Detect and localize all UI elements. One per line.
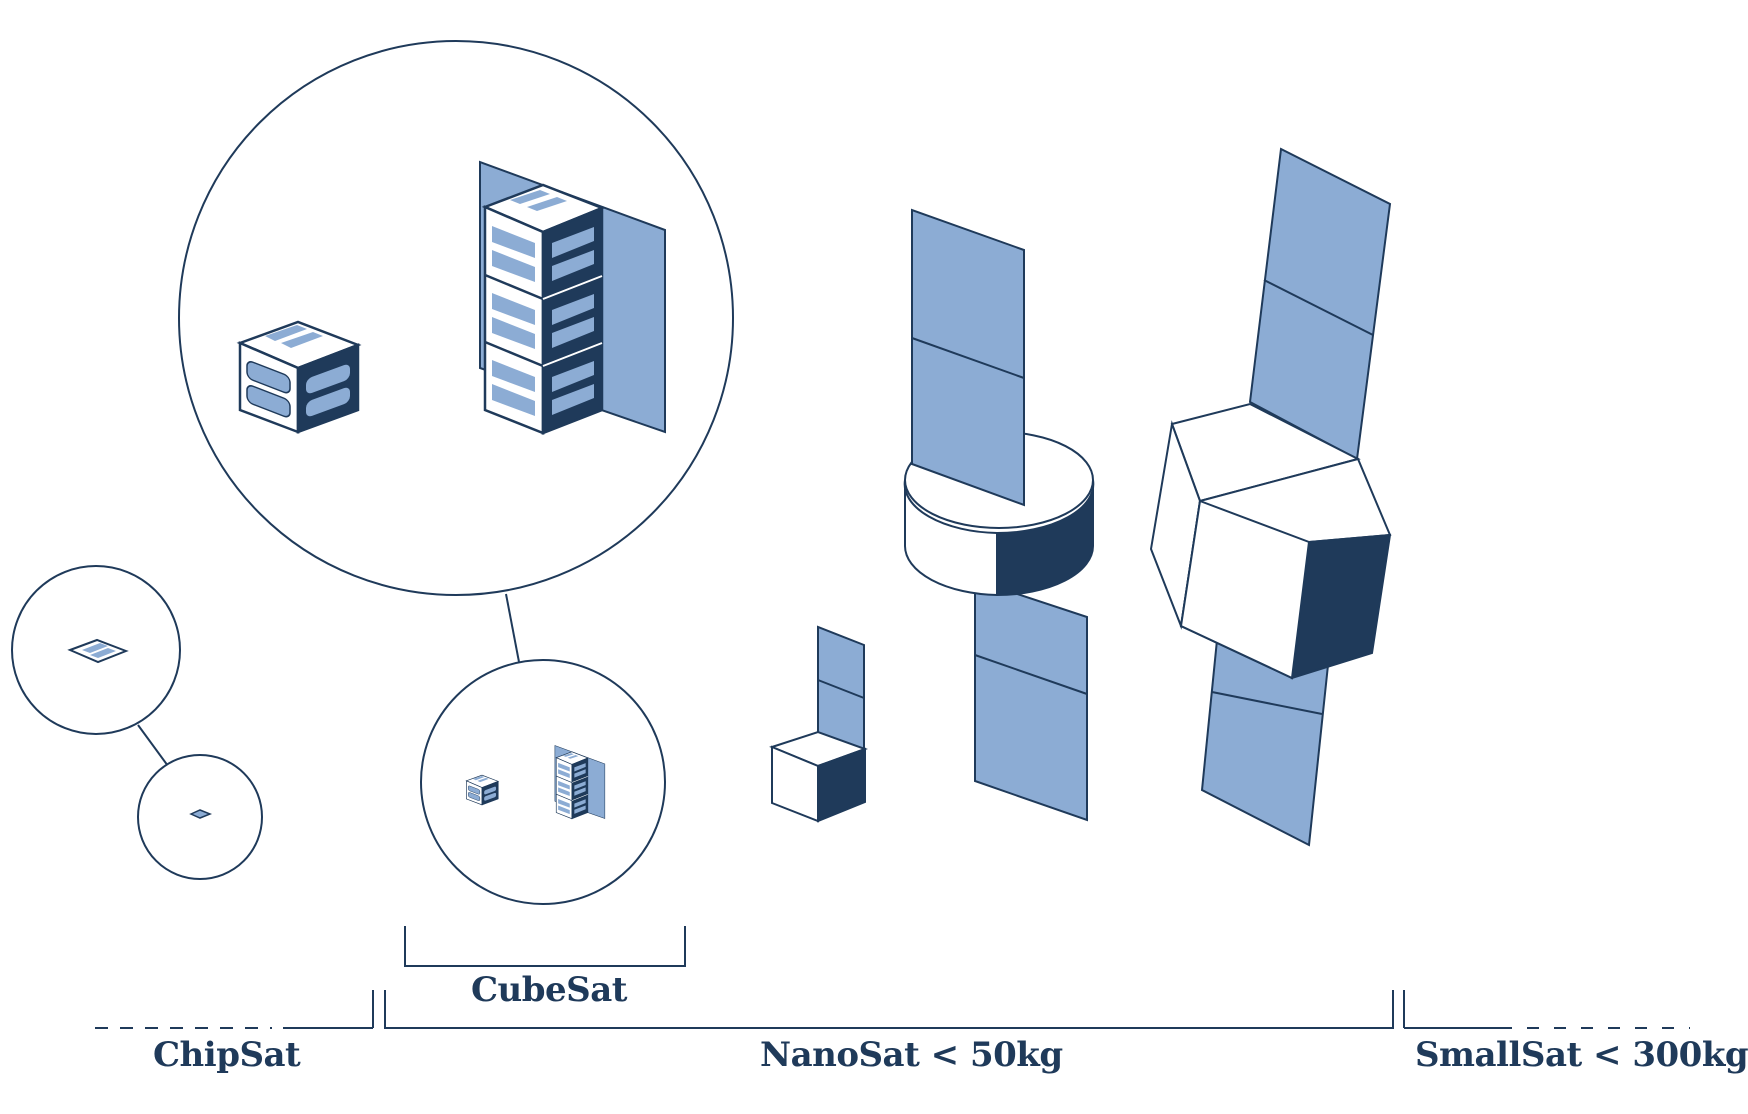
chipsat-label: ChipSat bbox=[153, 1035, 301, 1075]
hexagonal-satellite-icon bbox=[1149, 147, 1392, 847]
smallsat-label: SmallSat < 300kg bbox=[1415, 1035, 1748, 1075]
nanosat-label: NanoSat < 50kg bbox=[760, 1035, 1063, 1075]
cubesat-label: CubeSat bbox=[471, 970, 627, 1010]
cubesat-zoom-circle bbox=[178, 40, 734, 596]
cubesat-circle bbox=[420, 659, 666, 905]
nanosat-icon bbox=[769, 625, 868, 823]
cubesat-zoom-connector bbox=[505, 593, 520, 663]
chipsat-icon bbox=[67, 638, 129, 664]
cubesat-1u-small-icon bbox=[466, 774, 499, 806]
chipsat-zoom-connector bbox=[137, 724, 169, 767]
chipsat-small-icon bbox=[189, 809, 213, 819]
cylindrical-satellite-icon bbox=[903, 208, 1095, 822]
scale-axis bbox=[95, 990, 1690, 1029]
cubesat-bracket bbox=[404, 926, 686, 967]
satellite-size-diagram bbox=[11, 40, 1690, 1029]
cubesat-1u-icon bbox=[238, 320, 360, 434]
